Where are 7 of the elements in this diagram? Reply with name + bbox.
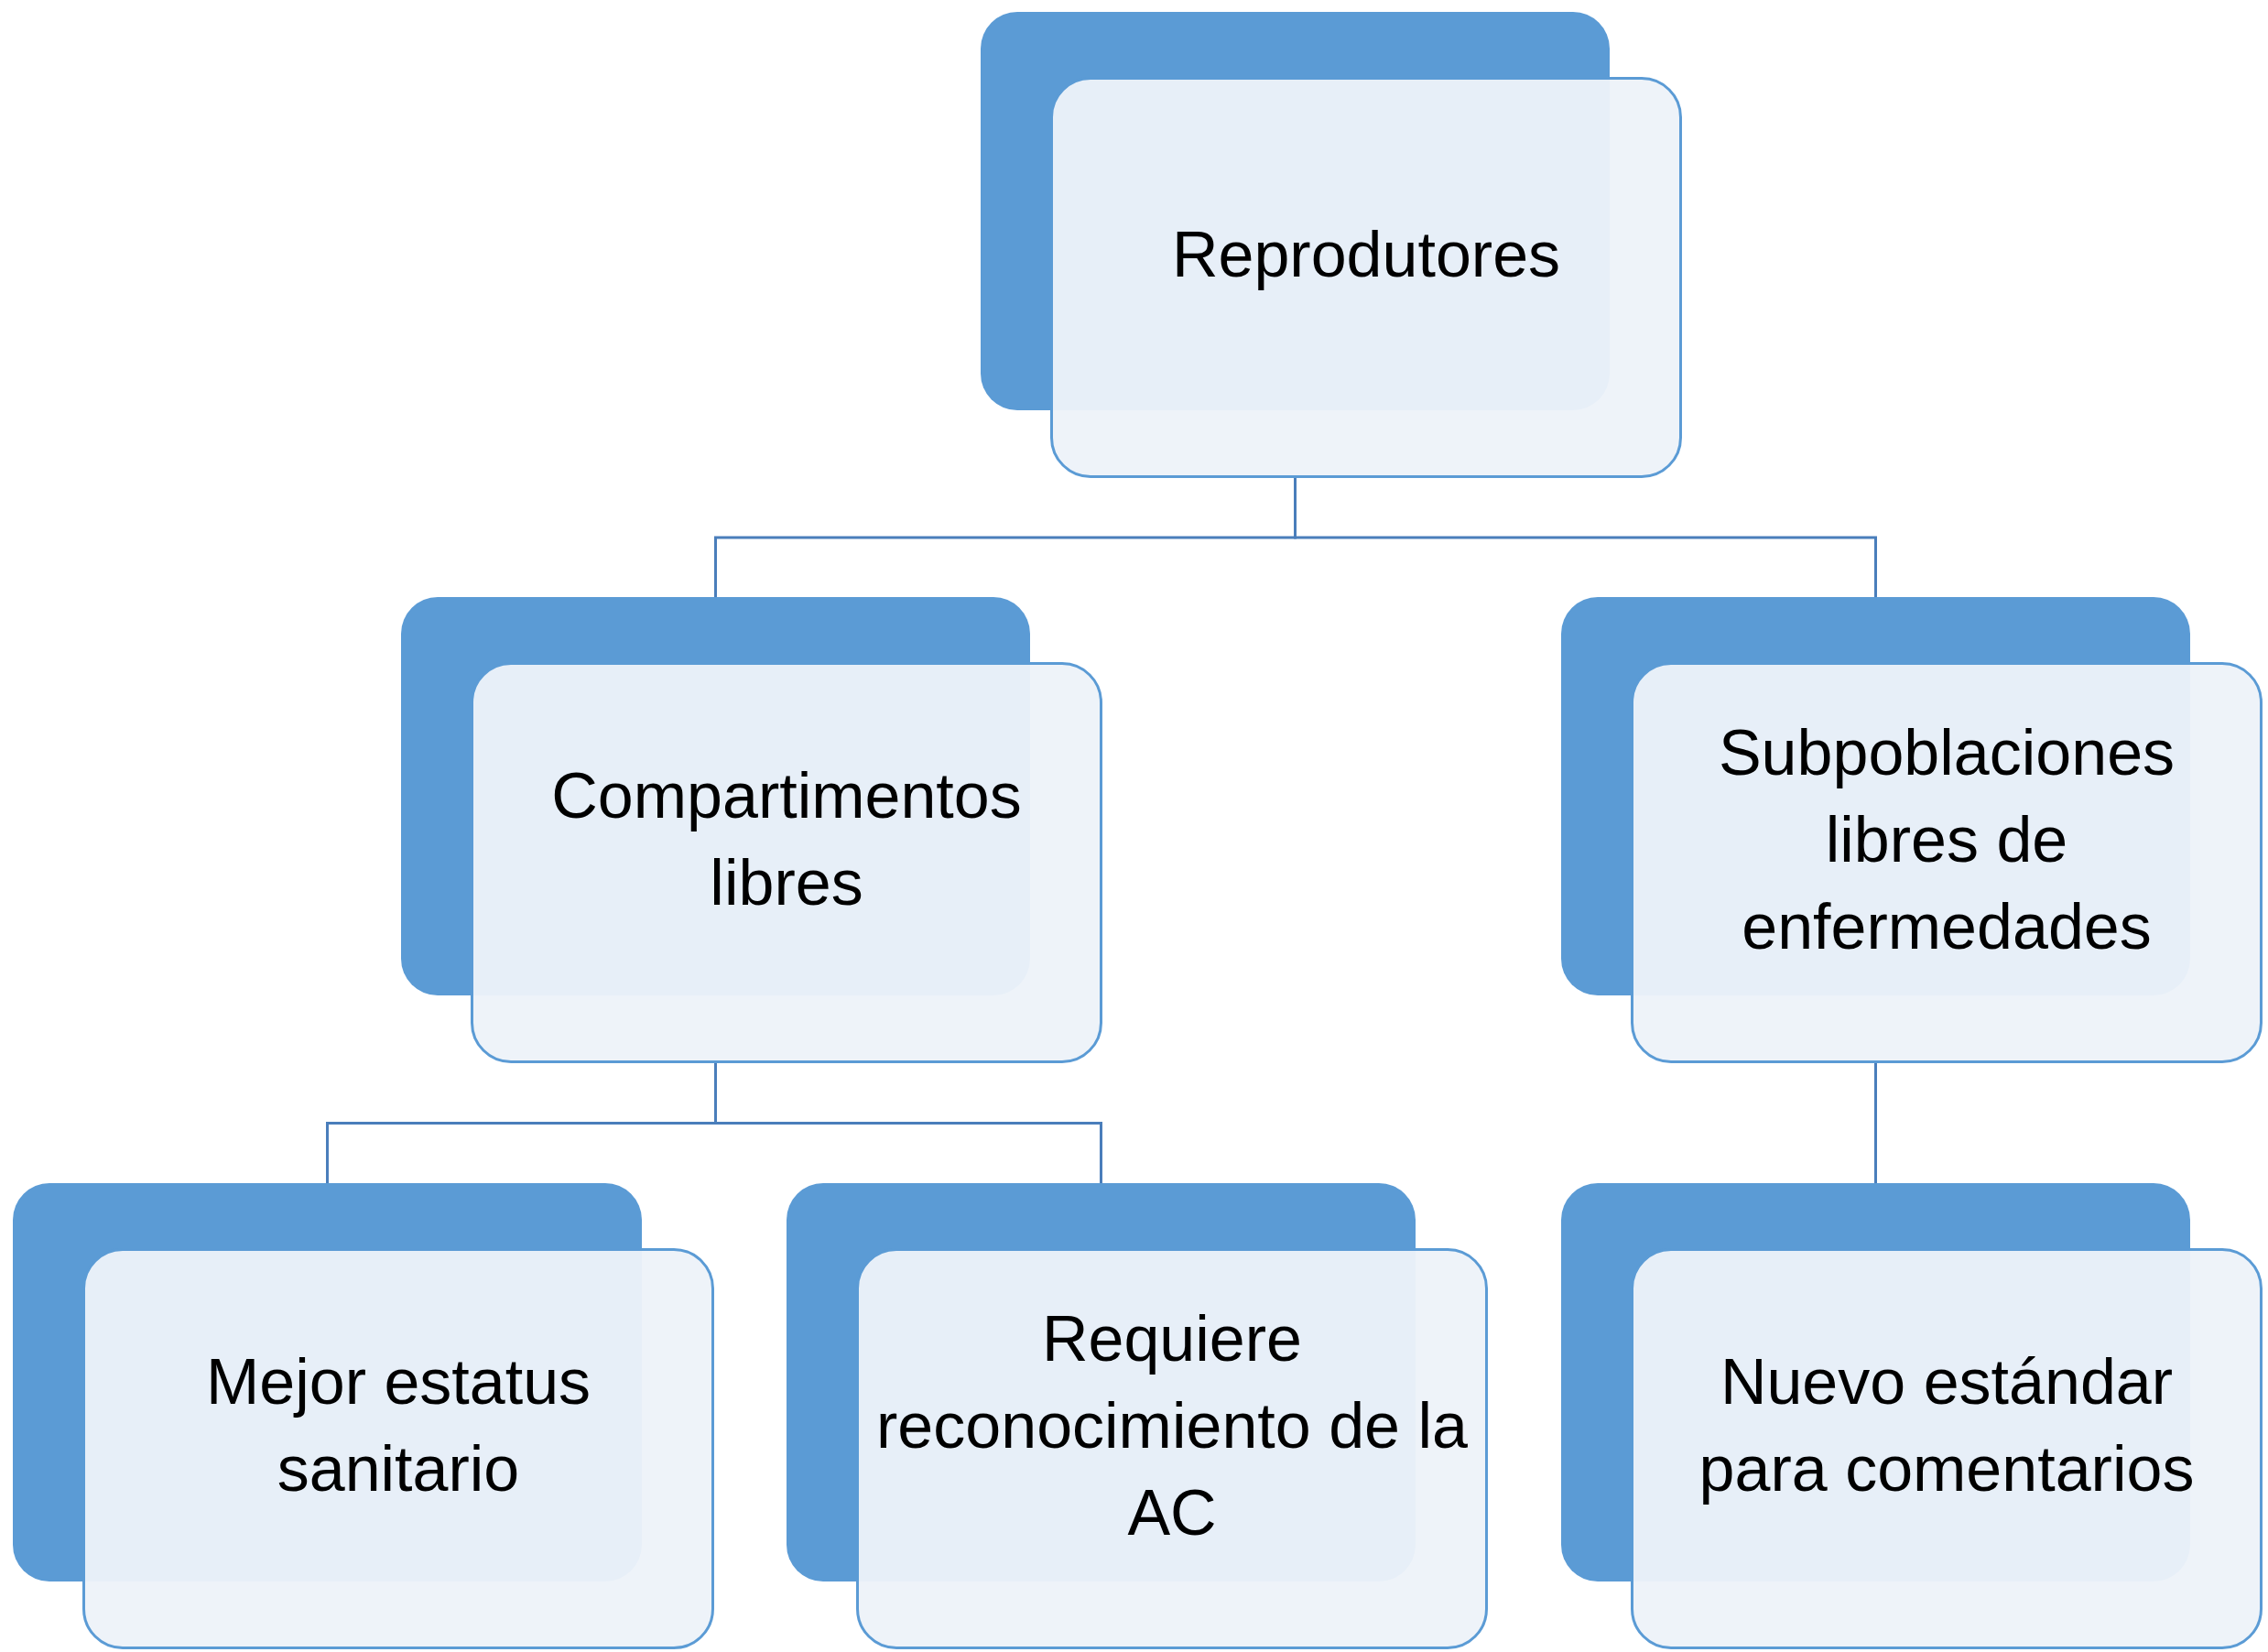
node-label: Reprodutores [1171, 217, 1561, 292]
connector-line [1874, 1063, 1877, 1183]
node-label: Mejor estatus sanitario [204, 1345, 592, 1506]
node-label: Subpoblaciones libres de enfermedades [1717, 715, 2176, 964]
node-label: Requiere reconocimiento de la AC [875, 1301, 1469, 1550]
node-label: Compartimentos libres [550, 759, 1023, 920]
node-label: Nuevo estándar para comentarios [1698, 1345, 2196, 1506]
